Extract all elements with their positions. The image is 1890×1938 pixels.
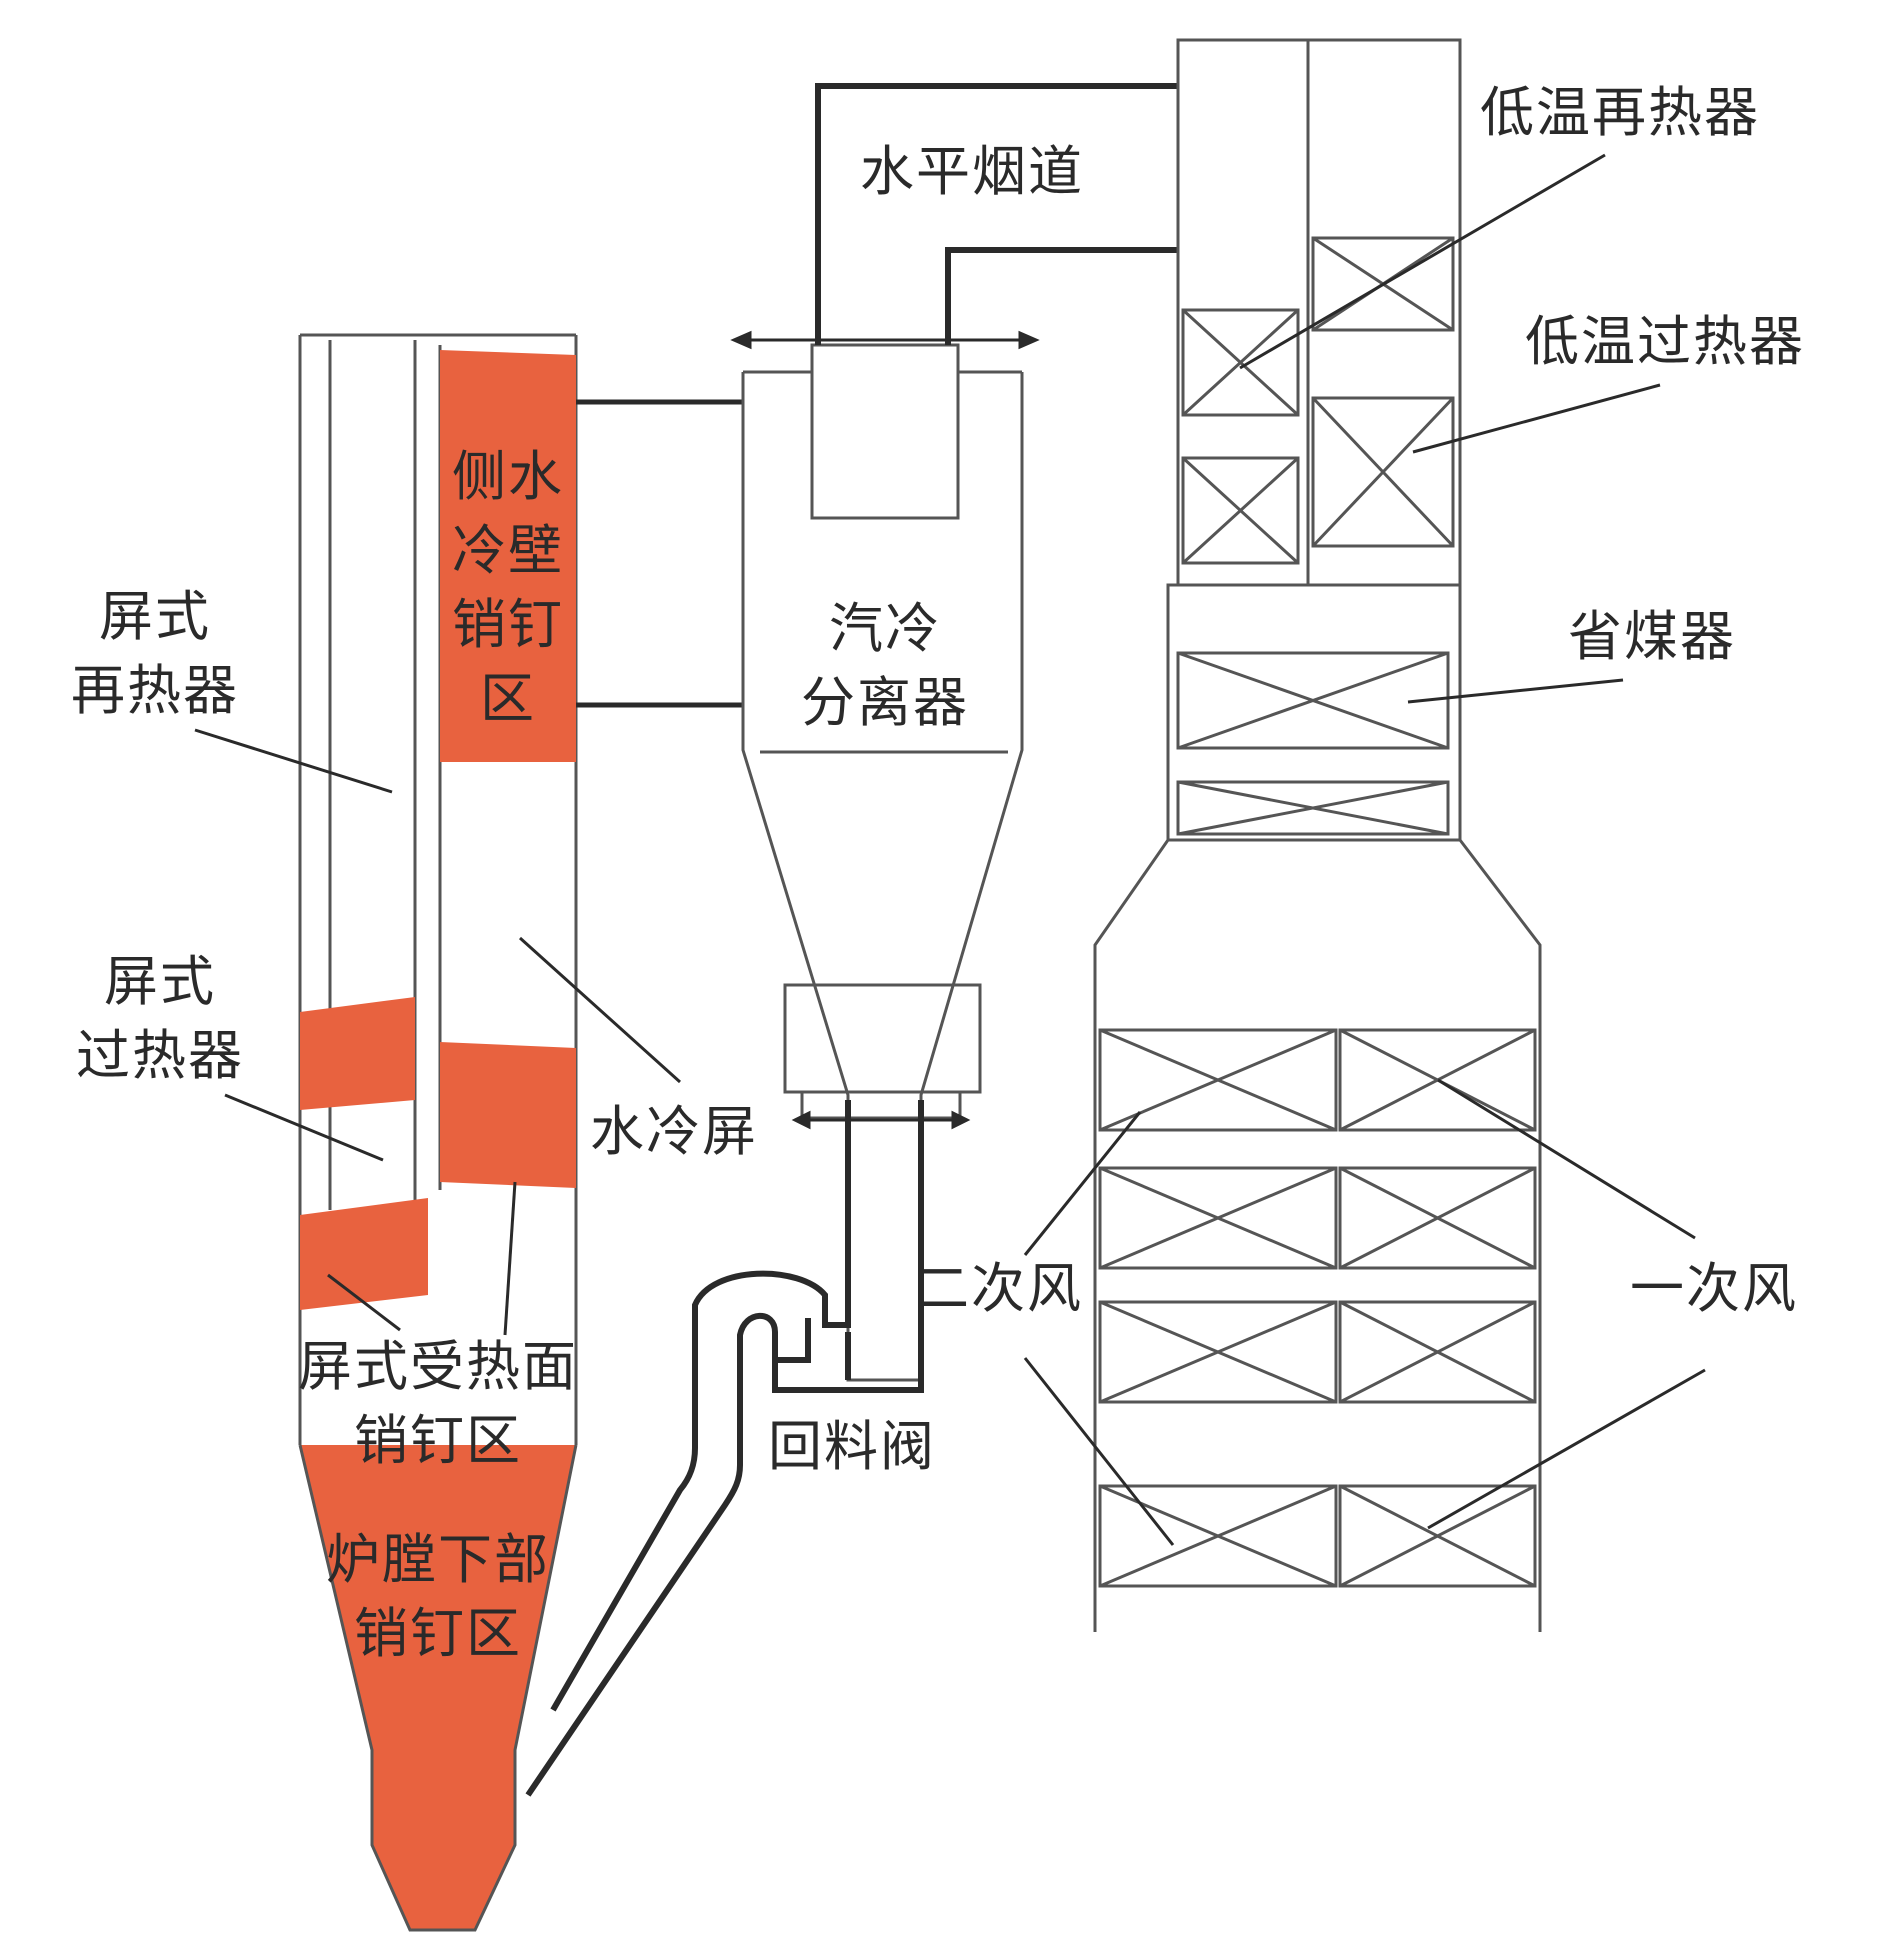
- label-low-temp-reheater: 低温再热器: [1480, 81, 1760, 144]
- leader-screen-superheater: [224, 1093, 384, 1162]
- air-preheater: [1098, 1028, 1537, 1588]
- label-lower-furnace-pin-zone: 炉膛下部 销钉区: [326, 1528, 550, 1665]
- label-secondary-air: 二次风: [915, 1257, 1083, 1320]
- leader-water-screen: [518, 936, 682, 1084]
- screen-superheater-pin-lower: [300, 1198, 428, 1310]
- label-side-waterwall-pin-zone: 侧水 冷壁 销钉 区: [452, 445, 564, 730]
- lt-superheater-bank-1: [1311, 236, 1455, 332]
- label-loop-seal: 回料阀: [768, 1415, 936, 1478]
- leader-economizer: [1407, 678, 1624, 704]
- leader-secondary-air-a: [1023, 1111, 1142, 1256]
- economizer-bank-2: [1176, 780, 1450, 836]
- label-water-cooled-screen: 水冷屏: [590, 1100, 758, 1163]
- expansion-arrows: [730, 330, 1040, 1130]
- vortex-finder: [810, 343, 960, 520]
- leader-lt-superheater: [1412, 383, 1661, 454]
- furnace-cyclone-ducts: [576, 399, 743, 708]
- leader-screen-pin-a: [327, 1273, 401, 1332]
- label-low-temp-superheater: 低温过热器: [1525, 310, 1805, 373]
- bottom-ash-hopper: [372, 1750, 515, 1930]
- leader-primary-air-b: [1427, 1368, 1706, 1530]
- lt-reheater-bank-1: [1181, 308, 1300, 417]
- leader-primary-air-a: [1437, 1078, 1696, 1240]
- side-waterwall-pin-zone: [440, 350, 576, 762]
- lt-superheater-bank-2: [1311, 396, 1455, 548]
- label-primary-air: 一次风: [1630, 1257, 1798, 1320]
- economizer-bank-1: [1176, 651, 1450, 750]
- leader-secondary-air-b: [1023, 1357, 1175, 1546]
- label-screen-surface-pin-zone: 屏式受热面 销钉区: [298, 1335, 578, 1472]
- leader-lines: [194, 153, 1706, 1546]
- label-screen-reheater: 屏式 再热器: [71, 585, 239, 722]
- label-screen-superheater: 屏式 过热器: [76, 950, 244, 1087]
- horizontal-flue: [815, 83, 1178, 345]
- leader-lt-reheater: [1239, 153, 1606, 370]
- loop-seal: [525, 1100, 924, 1797]
- expansion-joint: [783, 983, 982, 1094]
- lower-furnace-pin-zone: [300, 1445, 576, 1750]
- back-pass: [1093, 38, 1542, 1632]
- label-horizontal-flue: 水平烟道: [860, 140, 1084, 203]
- pin-zones: [300, 350, 576, 1930]
- leader-screen-reheater: [194, 728, 393, 794]
- leader-screen-pin-b: [503, 1181, 517, 1336]
- label-economizer: 省煤器: [1568, 605, 1736, 668]
- cyclone-separator: [741, 343, 1024, 1382]
- screen-superheater-pin-upper: [300, 997, 415, 1110]
- water-screen-pin-zone: [440, 1042, 576, 1188]
- label-steam-cooled-separator: 汽冷 分离器: [801, 597, 969, 734]
- lt-reheater-bank-2: [1181, 456, 1300, 565]
